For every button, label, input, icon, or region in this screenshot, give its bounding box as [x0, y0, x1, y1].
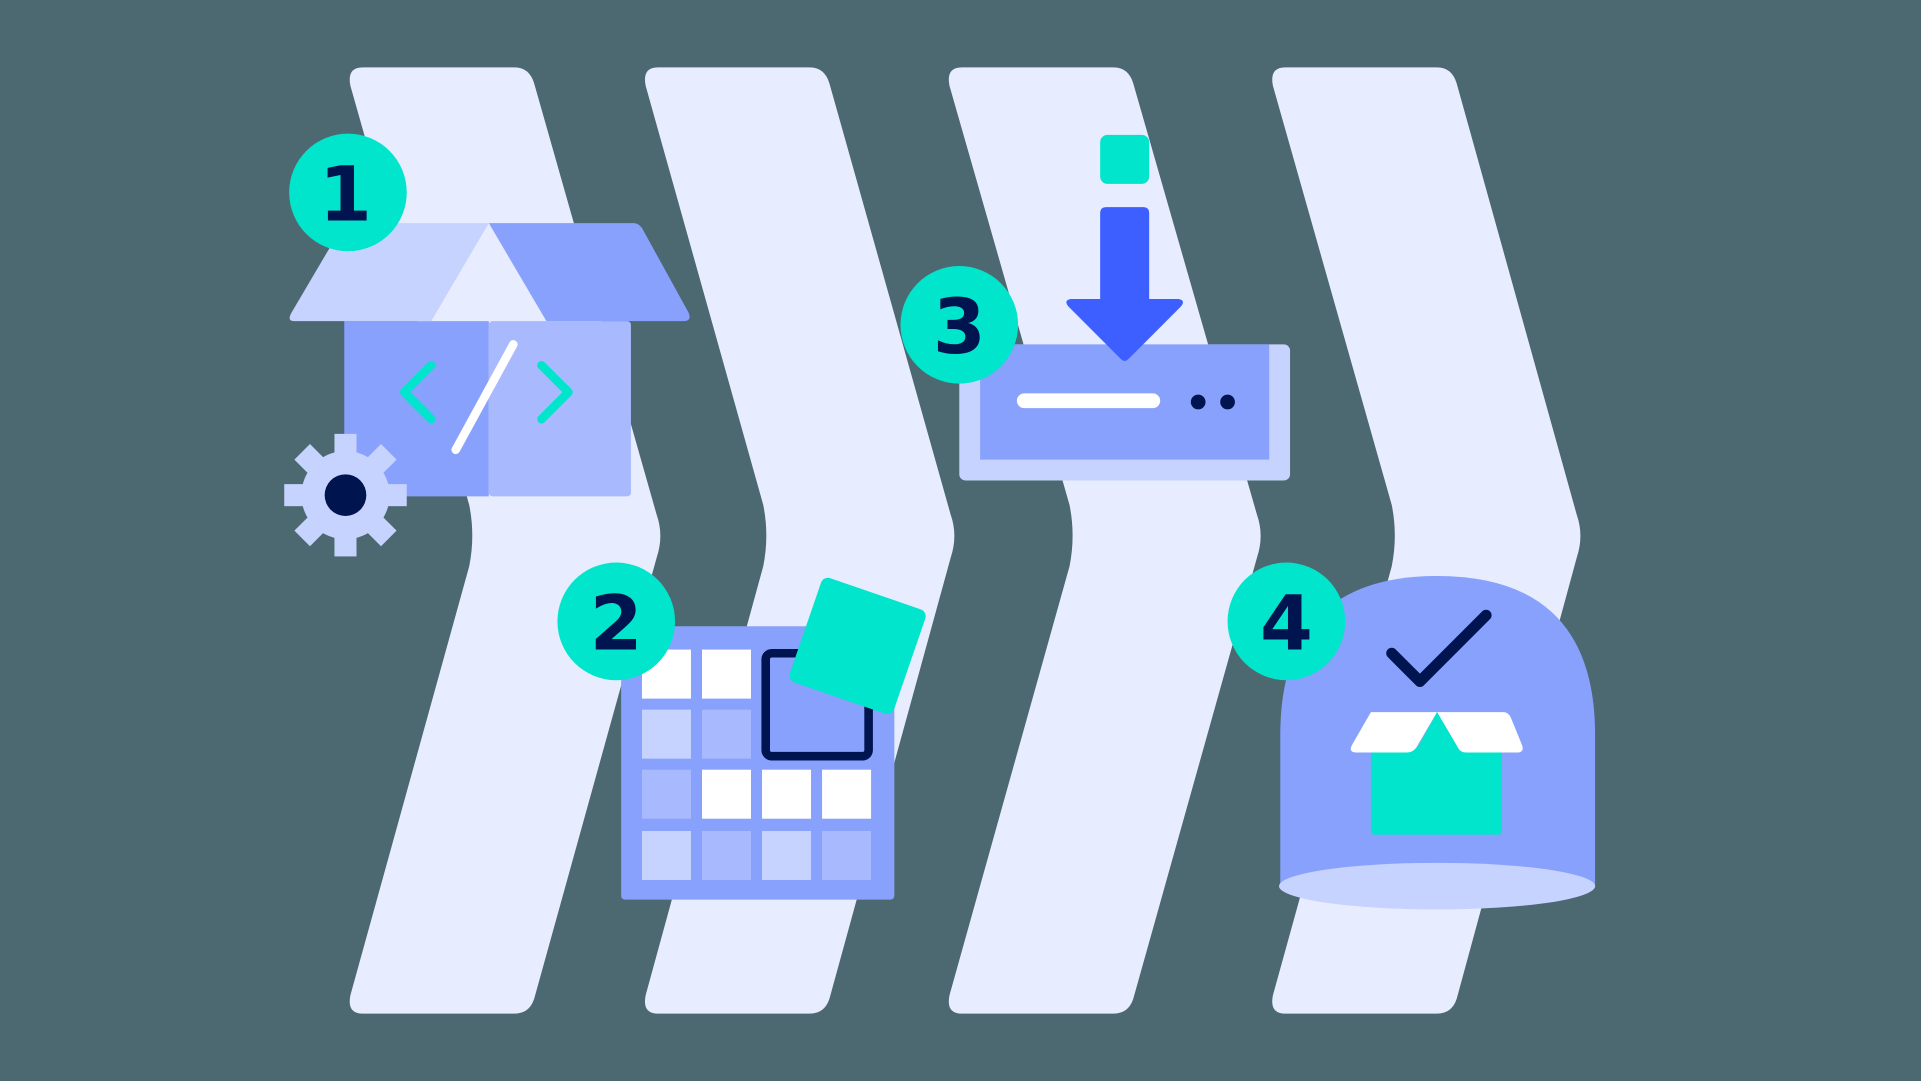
package-inner-fold	[1417, 712, 1458, 748]
step-1-code-package: 1	[284, 133, 690, 557]
server-led-1	[1190, 394, 1206, 410]
server-led-2	[1220, 394, 1235, 410]
step-1-badge: 1	[289, 133, 407, 252]
package-body	[1370, 747, 1503, 835]
code-slash-icon	[451, 340, 518, 455]
package-flap-right	[1437, 712, 1523, 753]
step-2-calendar: 2	[557, 562, 926, 900]
chevron-band-3	[948, 67, 1261, 1014]
download-dot	[1100, 134, 1150, 184]
package-flap-left	[1350, 712, 1438, 753]
step-3-install: 3	[900, 134, 1291, 481]
step-1-number: 1	[319, 150, 372, 239]
box-right-flap	[488, 223, 690, 322]
sticky-note-icon	[789, 577, 926, 715]
step-4-badge: 4	[1227, 562, 1346, 681]
checkmark-icon	[1386, 609, 1492, 687]
code-bracket-left-icon	[400, 360, 436, 424]
step-3-badge: 3	[900, 265, 1019, 384]
step-2-badge: 2	[557, 562, 676, 681]
step-3-number: 3	[933, 282, 986, 371]
server-slot	[1016, 393, 1161, 409]
box-right-face	[488, 321, 631, 497]
step-2-number: 2	[590, 579, 643, 668]
dome-base	[1279, 862, 1596, 910]
gear-icon	[284, 433, 407, 557]
code-bracket-right-icon	[537, 360, 573, 424]
step-4-delivered: 4	[1227, 562, 1596, 910]
download-arrow-icon	[1066, 207, 1183, 361]
step-4-number: 4	[1260, 579, 1313, 668]
